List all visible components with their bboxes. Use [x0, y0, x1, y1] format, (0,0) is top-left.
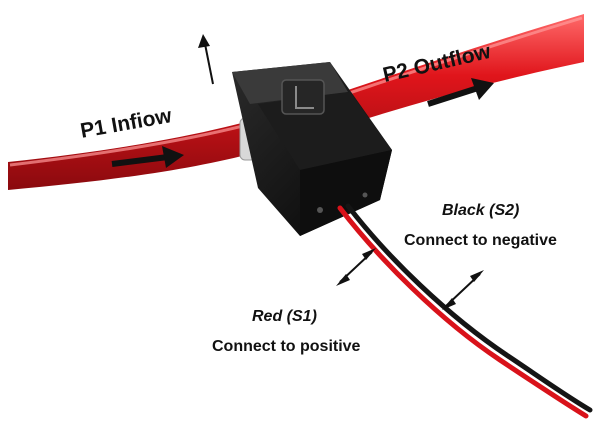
current-transformer — [232, 62, 392, 236]
black-wire-title: Black (S2) — [442, 202, 520, 219]
black-wire-desc: Connect to negative — [404, 232, 557, 249]
sensor-latch — [281, 79, 325, 115]
arrow-right-icon — [111, 146, 184, 168]
red-wire — [337, 205, 589, 419]
double-arrow-icon — [336, 248, 376, 286]
red-wire-title: Red (S1) — [252, 308, 317, 325]
arrow-up-icon — [198, 34, 214, 85]
arrow-right-icon — [427, 78, 494, 107]
black-wire — [345, 203, 593, 413]
double-arrow-icon — [442, 270, 484, 310]
red-wire-desc: Connect to positive — [212, 338, 361, 355]
